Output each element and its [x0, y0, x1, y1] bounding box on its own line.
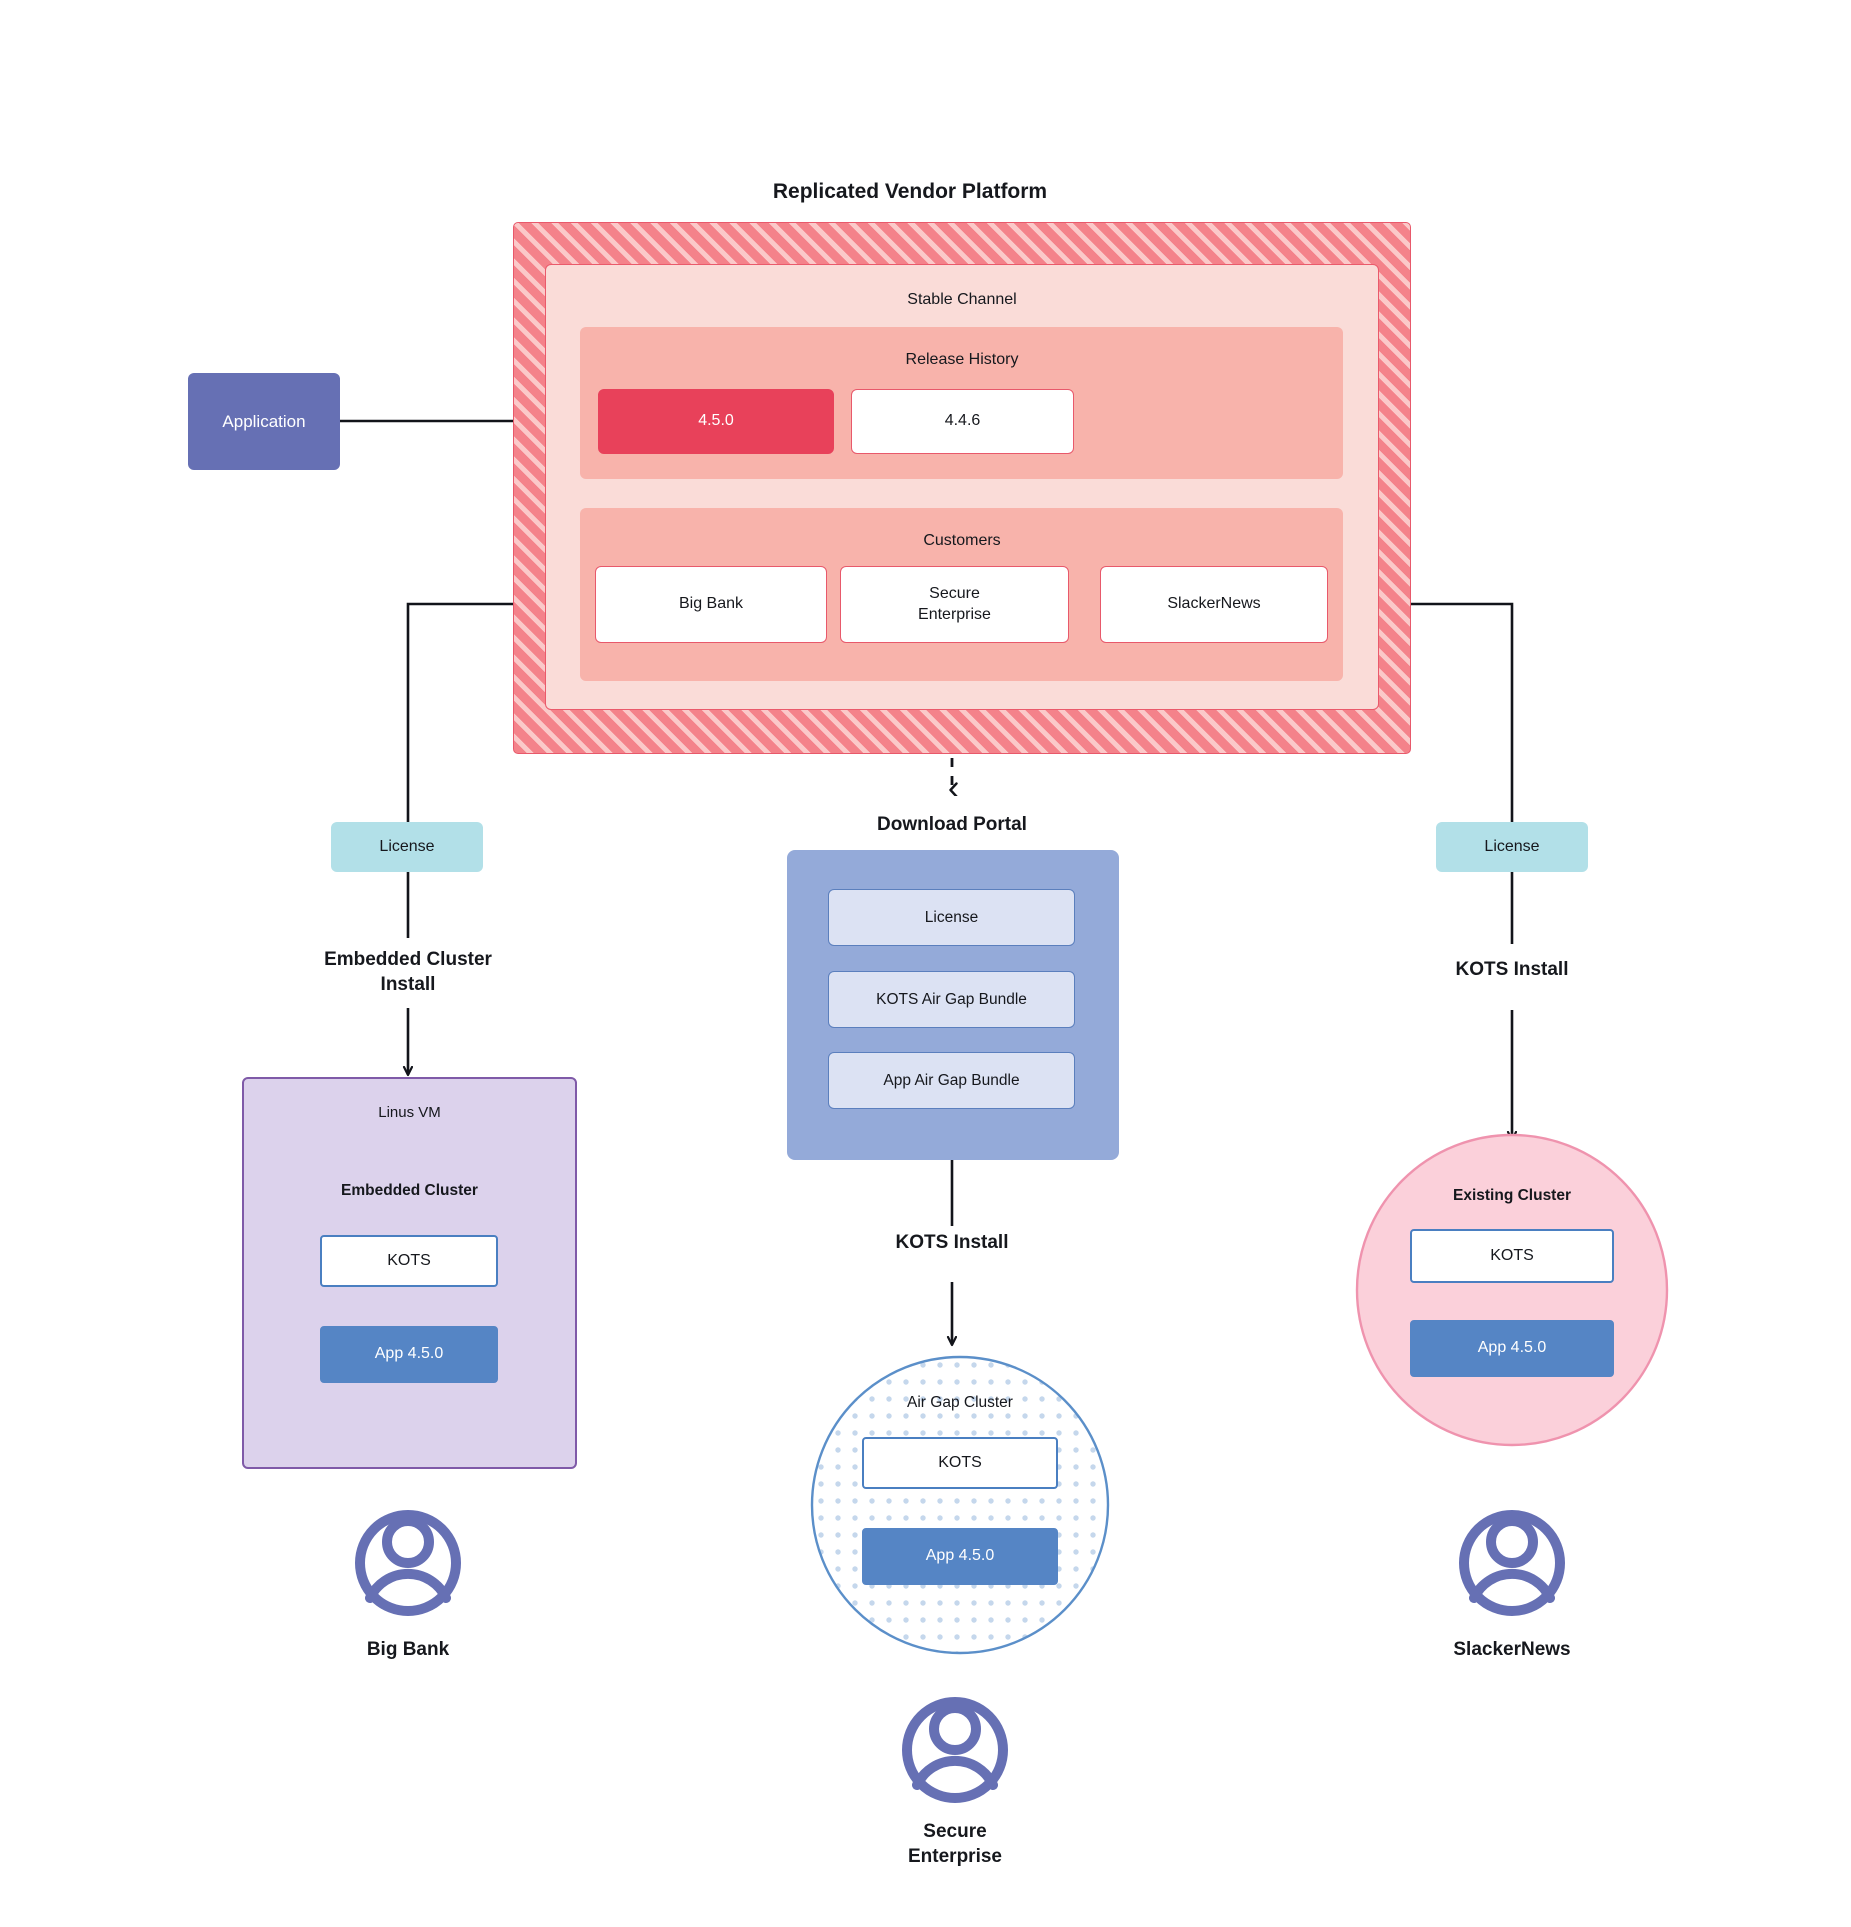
release-item-active[interactable]: 4.5.0	[598, 389, 834, 454]
customer-item-slackernews[interactable]: SlackerNews	[1100, 566, 1328, 643]
customers-title: Customers	[923, 531, 1001, 549]
stable-channel-title: Stable Channel	[907, 290, 1017, 308]
app-node-right[interactable]: App 4.5.0	[1410, 1320, 1614, 1377]
customer-item-big-bank[interactable]: Big Bank	[595, 566, 827, 643]
kots-install-label-right: KOTS Install	[1455, 958, 1569, 980]
customer-label-slackernews: SlackerNews	[1453, 1638, 1571, 1660]
kots-node-left[interactable]: KOTS	[320, 1235, 498, 1287]
customer-label-secure-enterprise: Secure Enterprise	[908, 1821, 1002, 1867]
release-history-title: Release History	[905, 350, 1019, 368]
kots-node-center[interactable]: KOTS	[862, 1437, 1058, 1489]
user-avatar-icon-big-bank	[355, 1510, 461, 1616]
portal-item-license[interactable]: License	[828, 889, 1075, 946]
embedded-cluster-install-label: Embedded Cluster Install	[324, 949, 492, 995]
app-node-left[interactable]: App 4.5.0	[320, 1326, 498, 1383]
portal-item-app-air-gap-bundle[interactable]: App Air Gap Bundle	[828, 1052, 1075, 1109]
license-chip-right[interactable]: License	[1436, 822, 1588, 872]
embedded-cluster-title: Embedded Cluster	[341, 1181, 478, 1199]
customer-label-big-bank: Big Bank	[366, 1638, 450, 1660]
air-gap-cluster-title: Air Gap Cluster	[907, 1393, 1013, 1411]
application-node[interactable]: Application	[188, 373, 340, 470]
release-item-previous[interactable]: 4.4.6	[851, 389, 1074, 454]
linux-vm-title: Linus VM	[378, 1104, 441, 1122]
license-chip-left[interactable]: License	[331, 822, 483, 872]
kots-install-label-center: KOTS Install	[895, 1231, 1009, 1253]
page-title: Replicated Vendor Platform	[772, 180, 1048, 204]
kots-node-right[interactable]: KOTS	[1410, 1229, 1614, 1283]
user-avatar-icon-slackernews	[1459, 1510, 1565, 1616]
customer-item-secure-enterprise[interactable]: Secure Enterprise	[840, 566, 1069, 643]
user-avatar-icon-secure-enterprise	[902, 1697, 1008, 1803]
download-portal-title: Download Portal	[877, 813, 1027, 835]
existing-cluster-title: Existing Cluster	[1453, 1186, 1571, 1204]
portal-item-kots-air-gap-bundle[interactable]: KOTS Air Gap Bundle	[828, 971, 1075, 1028]
app-node-center[interactable]: App 4.5.0	[862, 1528, 1058, 1585]
